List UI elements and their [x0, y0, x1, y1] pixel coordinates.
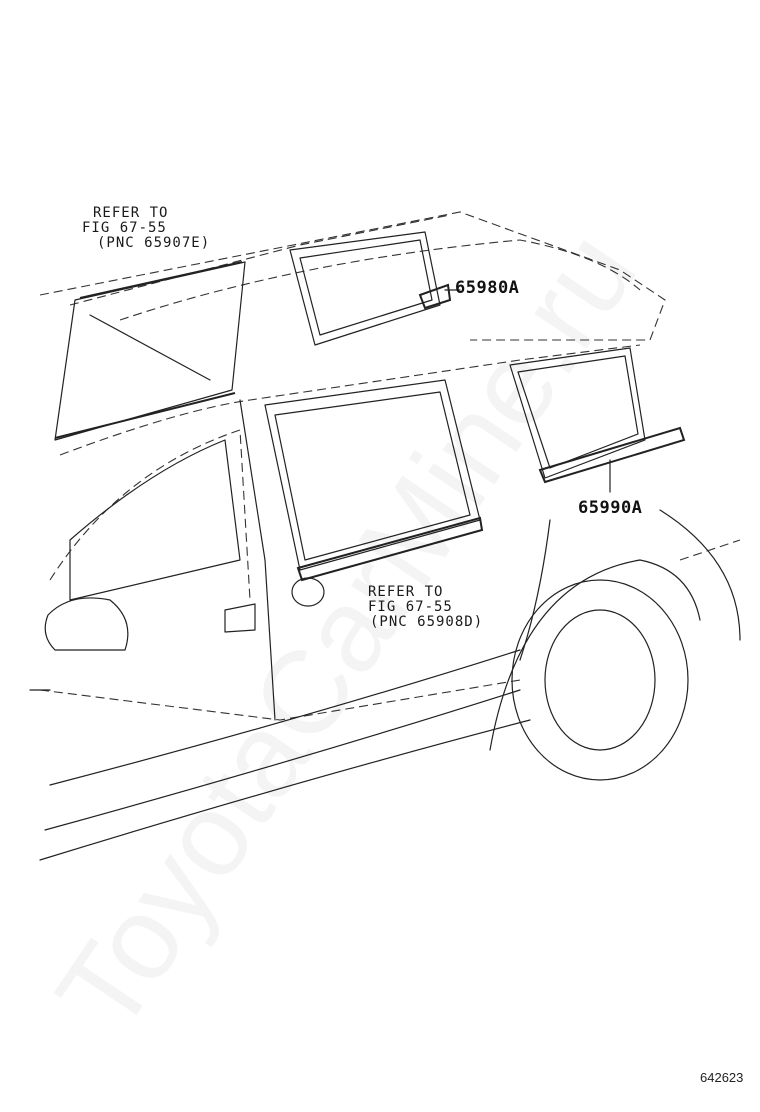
roof-center-line	[119, 239, 641, 321]
part-number-65980A: 65980A	[455, 278, 520, 298]
callout-upper-line3: (PNC 65907E)	[97, 235, 211, 251]
roof-shade-roller	[418, 283, 452, 310]
rear-bumper	[679, 539, 741, 561]
quarter-shade-roller	[538, 426, 686, 484]
fuel-door	[291, 577, 325, 607]
door-handle	[224, 603, 256, 633]
illustration-code: 642623	[700, 1070, 744, 1085]
rocker-panel	[49, 649, 521, 786]
rear-window-top-rail	[79, 261, 243, 299]
body-belt-line	[59, 344, 641, 456]
side-window-inner	[274, 391, 471, 561]
front-door-window	[69, 439, 241, 601]
callout-lower-line3: (PNC 65908D)	[370, 614, 484, 630]
part-number-65990A: 65990A	[578, 498, 643, 518]
rear-wheel-rim	[544, 609, 656, 751]
roof-rail	[69, 214, 451, 306]
door-opening	[49, 429, 251, 601]
callout-upper-line2: FIG 67-55	[82, 220, 167, 236]
rear-window-bottom-rail	[54, 392, 236, 439]
callout-lower-line2: FIG 67-55	[368, 599, 453, 615]
roof-shade-frame	[289, 231, 441, 346]
lower-body-line	[39, 679, 521, 721]
pillar-line	[239, 399, 276, 721]
rear-window-diagonal	[89, 314, 211, 381]
roof-outline	[39, 211, 666, 341]
rocker-panel-lower	[44, 689, 521, 831]
callout-lower-line1: REFER TO	[368, 584, 444, 600]
side-shade-bottom-rail	[296, 516, 484, 582]
rear-body-contour	[659, 509, 741, 641]
roof-shade-inner	[299, 239, 433, 336]
mirror	[44, 597, 129, 651]
quarter-window-frame	[509, 347, 646, 479]
quarter-window-inner	[517, 355, 639, 469]
wheel-arch	[489, 559, 701, 751]
callout-upper-line1: REFER TO	[93, 205, 169, 221]
body-side-line	[39, 719, 531, 861]
quarter-panel-line	[519, 519, 551, 661]
rear-wheel-tire	[511, 579, 689, 781]
